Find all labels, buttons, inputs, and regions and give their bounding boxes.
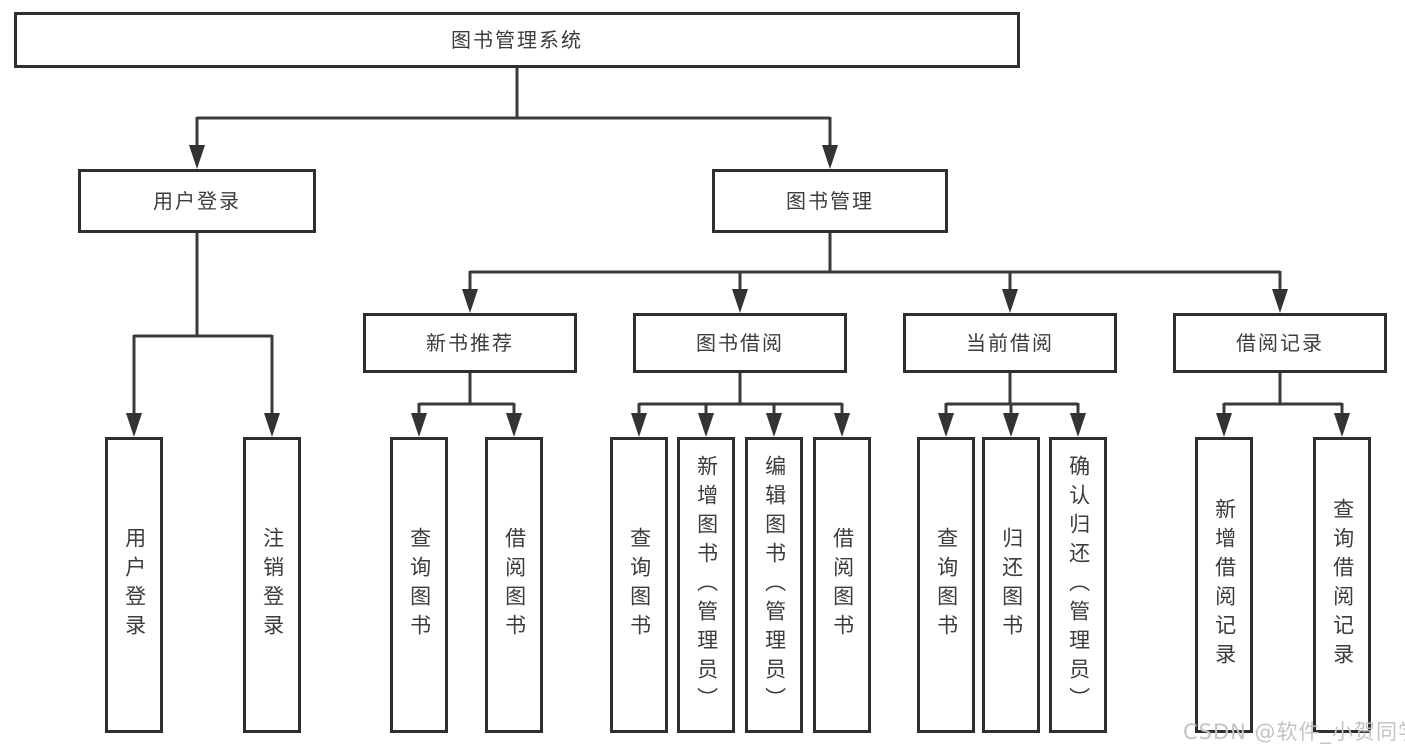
leaf-current-query-books: 查询图书 xyxy=(917,437,975,733)
leaf-user-login: 用户登录 xyxy=(105,437,163,733)
leaf-query-borrow-record: 查询借阅记录 xyxy=(1313,437,1371,733)
csdn-watermark: CSDN @软件_小贺同学 xyxy=(1183,720,1405,744)
node-book-management-module: 图书管理 xyxy=(712,169,948,233)
leaf-rec-borrow-books: 借阅图书 xyxy=(485,437,543,733)
leaf-rec-query-books: 查询图书 xyxy=(390,437,448,733)
leaf-borrow-query-books: 查询图书 xyxy=(610,437,668,733)
leaf-return-books: 归还图书 xyxy=(982,437,1040,733)
node-book-borrowing: 图书借阅 xyxy=(633,313,847,373)
leaf-add-borrow-record: 新增借阅记录 xyxy=(1195,437,1253,733)
node-borrowing-records: 借阅记录 xyxy=(1173,313,1387,373)
node-root-system: 图书管理系统 xyxy=(14,12,1020,68)
node-new-book-recommendation: 新书推荐 xyxy=(363,313,577,373)
node-current-borrowing: 当前借阅 xyxy=(903,313,1117,373)
leaf-confirm-return-admin: 确认归还（管理员） xyxy=(1049,437,1107,733)
node-user-login-module: 用户登录 xyxy=(78,169,316,233)
leaf-borrow-books: 借阅图书 xyxy=(813,437,871,733)
leaf-add-books-admin: 新增图书（管理员） xyxy=(677,437,735,733)
leaf-logout: 注销登录 xyxy=(243,437,301,733)
leaf-edit-books-admin: 编辑图书（管理员） xyxy=(745,437,803,733)
